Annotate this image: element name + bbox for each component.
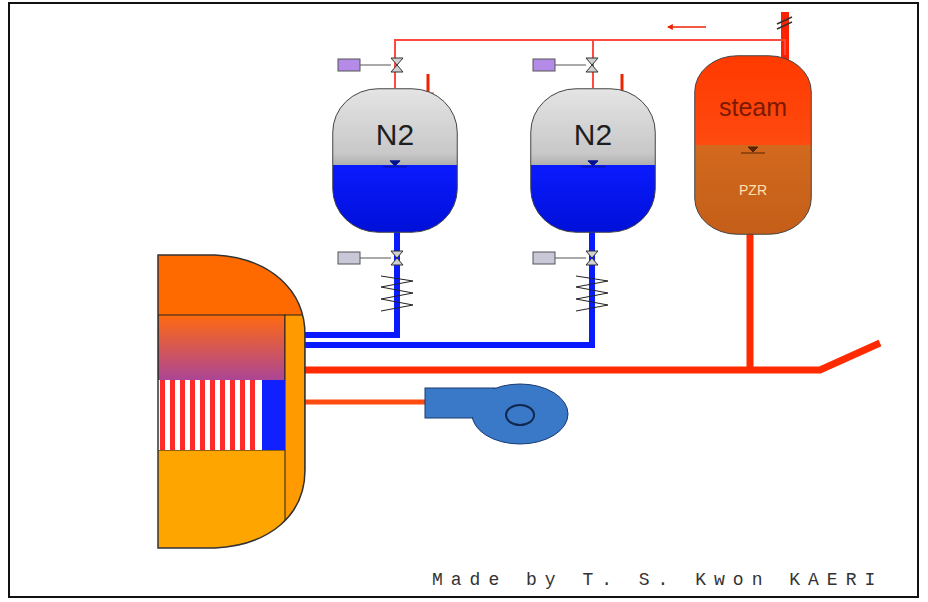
- frame-border: [9, 3, 918, 597]
- isolation-valve: [338, 251, 403, 265]
- core-barrel: [158, 315, 285, 450]
- valve-body: [391, 251, 403, 265]
- injection-line: [300, 225, 397, 335]
- pressurizer: steamPZR: [694, 55, 812, 235]
- motor-valve: [533, 58, 598, 72]
- isolation-valve: [533, 251, 598, 265]
- tank-gas-label: N2: [530, 118, 656, 153]
- fuel-rod: [210, 380, 215, 450]
- accumulator-tank: N2: [530, 88, 656, 233]
- water-level-mark: [741, 147, 765, 153]
- check-valve: [576, 276, 608, 311]
- fuel-region: [158, 380, 262, 450]
- fuel-rod: [190, 380, 195, 450]
- accumulator-tank-body: [333, 89, 458, 233]
- fuel-rod: [230, 380, 235, 450]
- pipe-break-mark: [777, 22, 792, 29]
- valve-stem: [555, 65, 586, 66]
- accumulator-tank-body: [531, 89, 656, 233]
- injection-line: [300, 225, 592, 345]
- motor-valve: [338, 58, 403, 72]
- fuel-rods: [160, 380, 255, 450]
- valve-actuator: [338, 252, 360, 264]
- lower-plenum: [150, 315, 320, 555]
- valve-actuator: [338, 59, 360, 71]
- valve-stem: [360, 258, 391, 259]
- valve-actuator: [533, 252, 555, 264]
- fuel-rod: [160, 380, 165, 450]
- check-valve: [381, 276, 413, 311]
- valve-stem: [360, 65, 391, 66]
- valve-body: [391, 58, 403, 72]
- valve-body: [586, 251, 598, 265]
- reactor-coolant-pump: [425, 384, 568, 444]
- accumulator-tank-outline: [332, 88, 458, 233]
- pressurizer-label: PZR: [694, 182, 812, 198]
- surge-line: [747, 220, 754, 370]
- credit-note: Made by T. S. Kwon KAERI: [432, 570, 883, 590]
- water-level-mark: [383, 161, 407, 167]
- fuel-rod: [240, 380, 245, 450]
- pressurizer-body: [695, 56, 812, 235]
- pump-outlet-fill: [426, 389, 496, 417]
- upper-head: [150, 250, 320, 320]
- pump-impeller: [506, 405, 534, 425]
- reactor-vessel: [150, 250, 320, 555]
- fuel-rod: [220, 380, 225, 450]
- core-bypass: [262, 380, 285, 450]
- accumulator-tank: N2: [332, 88, 458, 233]
- fuel-rod: [180, 380, 185, 450]
- water-level-mark: [581, 161, 605, 167]
- tank-gas-label: N2: [332, 118, 458, 153]
- vessel-outline: [158, 255, 305, 548]
- valve-actuator: [533, 59, 555, 71]
- pump-outlet: [425, 388, 495, 418]
- valve-stem: [555, 258, 586, 259]
- fuel-rod: [250, 380, 255, 450]
- pressurizer-outline: [694, 55, 812, 235]
- downcomer: [285, 315, 305, 530]
- flow-arrow: [668, 26, 706, 28]
- valve-body: [586, 58, 598, 72]
- steam-region-label: steam: [694, 93, 812, 122]
- fuel-rod: [200, 380, 205, 450]
- accumulator-tank-outline: [530, 88, 656, 233]
- hot-leg-pipe: [300, 343, 880, 370]
- cold-leg-pipe: [300, 400, 440, 405]
- fuel-rod: [170, 380, 175, 450]
